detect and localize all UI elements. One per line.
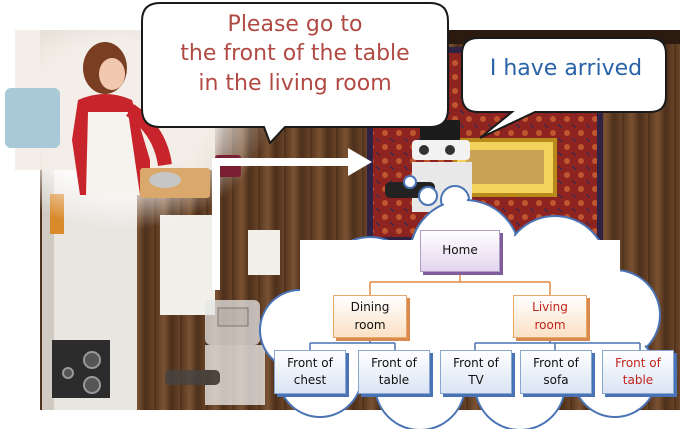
robot-start — [165, 300, 265, 405]
route-arrow-head — [348, 148, 372, 176]
burner-icon — [62, 367, 74, 379]
node-dining-room: Dining room — [333, 295, 407, 338]
node-label: Home — [442, 243, 478, 258]
stove — [52, 340, 110, 398]
node-label: Front of table — [371, 355, 417, 387]
node-label: Front of TV — [453, 355, 499, 387]
response-bubble-shape — [461, 37, 667, 139]
node-label: Dining room — [350, 300, 390, 332]
request-speech: Please go to the front of the table in t… — [150, 10, 440, 98]
node-label: Front of sofa — [533, 355, 579, 387]
request-line: the front of the table — [180, 41, 410, 67]
node-label: Living room — [532, 300, 568, 332]
response-speech: I have arrived — [489, 56, 643, 81]
node-front-of-tv: Front of TV — [440, 350, 512, 394]
request-line: Please go to — [227, 12, 363, 37]
dining-chair — [248, 230, 280, 275]
dining-table — [160, 215, 215, 315]
node-label: Front of table — [615, 355, 661, 387]
apron — [86, 112, 140, 195]
fridge — [5, 88, 60, 148]
node-home: Home — [420, 230, 500, 272]
burner-icon — [83, 376, 101, 394]
thought-bubble-medium — [418, 186, 438, 206]
burner-icon — [83, 351, 101, 369]
node-front-of-sofa: Front of sofa — [520, 350, 592, 394]
node-living-room: Living room — [513, 295, 587, 338]
person-face — [99, 58, 125, 90]
tree-connectors-lower — [309, 338, 641, 350]
node-front-of-table-dining: Front of table — [358, 350, 430, 394]
thought-bubble-small — [403, 175, 417, 189]
route-arrow — [212, 158, 350, 290]
person-arm — [125, 104, 172, 167]
tree-connectors — [369, 272, 551, 295]
request-line: in the living room — [198, 70, 392, 96]
mixing-bowl — [149, 172, 181, 188]
request-bubble-shape — [141, 2, 449, 145]
node-label: Front of chest — [287, 355, 333, 387]
node-front-of-chest: Front of chest — [274, 350, 346, 394]
node-front-of-table-living: Front of table — [602, 350, 674, 394]
coffee-table-top — [466, 150, 544, 184]
